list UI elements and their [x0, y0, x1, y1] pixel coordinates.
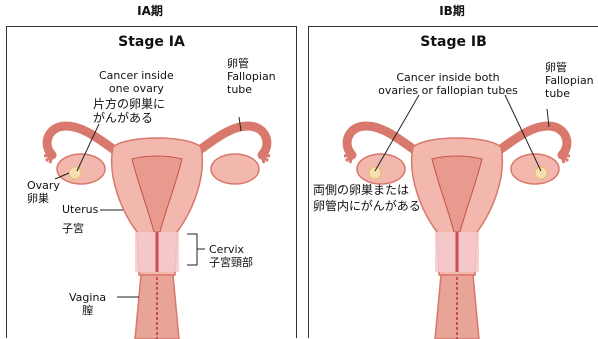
ovary-label-en: Ovary	[27, 179, 60, 192]
left-fallopian-tube	[47, 126, 117, 155]
right-fimbriae	[562, 155, 570, 163]
cancer-callout-ja: 片方の卵巣に がんがある	[93, 97, 165, 125]
tumor-left-ovary	[369, 167, 381, 179]
cervix-label-ja: 子宮頸部	[209, 256, 253, 269]
cancer-callout-ja-line1: 片方の卵巣に	[93, 97, 165, 111]
cancer-callout-en-line2: one ovary	[99, 82, 174, 95]
cervix-label-en: Cervix	[209, 243, 253, 256]
tumor-right-ovary	[535, 167, 547, 179]
cancer-callout-en: Cancer inside both ovaries or fallopian …	[343, 71, 553, 97]
vagina-label: Vagina 膣	[69, 291, 106, 317]
fallopian-tube-label-ja: 卵管	[227, 57, 276, 70]
cancer-callout-en: Cancer inside one ovary	[99, 69, 174, 95]
cervix-label: Cervix 子宮頸部	[209, 243, 253, 269]
left-ovary	[357, 154, 405, 184]
stage-ib-heading: IB期	[412, 2, 492, 19]
fallopian-tube-label: 卵管 Fallopian tube	[227, 57, 276, 96]
leader-cervix	[187, 234, 205, 265]
left-fallopian-tube	[347, 126, 417, 155]
stage-ia-heading: IA期	[110, 2, 190, 19]
left-fimbriae	[344, 155, 352, 163]
cancer-callout-en-line2: ovaries or fallopian tubes	[343, 84, 553, 97]
fallopian-tube-label: 卵管 Fallopian tube	[545, 61, 594, 100]
vagina-label-ja: 膣	[69, 304, 106, 317]
cancer-callout-en-line1: Cancer inside	[99, 69, 174, 82]
left-ovary	[57, 154, 105, 184]
stage-ib-panel: Stage IB Cancer inside both ovaries or f…	[308, 26, 598, 338]
tumor-left-ovary	[69, 167, 81, 179]
right-fallopian-tube	[497, 126, 567, 155]
cancer-callout-en-line1: Cancer inside both	[343, 71, 553, 84]
left-fimbriae	[44, 155, 52, 163]
stage-ia-panel: Stage IA Cancer inside one ovary	[6, 26, 297, 338]
ovary-label: Ovary 卵巣	[27, 179, 60, 205]
cancer-callout-ja: 両側の卵巣または 卵管内にがんがある	[313, 183, 421, 213]
vagina-label-en: Vagina	[69, 291, 106, 304]
right-fimbriae	[262, 155, 270, 163]
fallopian-tube-label-en-1: Fallopian	[227, 70, 276, 83]
fallopian-tube-label-en-2: tube	[545, 87, 594, 100]
cancer-callout-ja-line2: 卵管内にがんがある	[313, 199, 421, 213]
right-fallopian-tube	[197, 126, 267, 155]
cancer-callout-ja-line2: がんがある	[93, 111, 165, 125]
fallopian-tube-label-en-1: Fallopian	[545, 74, 594, 87]
fallopian-tube-label-en-2: tube	[227, 83, 276, 96]
uterus-label: Uterus 子宮	[62, 203, 98, 235]
cancer-callout-ja-line1: 両側の卵巣または	[313, 183, 421, 197]
uterus-label-en: Uterus	[62, 203, 98, 216]
uterus-label-ja: 子宮	[62, 222, 98, 235]
right-ovary	[211, 154, 259, 184]
fallopian-tube-label-ja: 卵管	[545, 61, 594, 74]
ovary-label-ja: 卵巣	[27, 192, 60, 205]
